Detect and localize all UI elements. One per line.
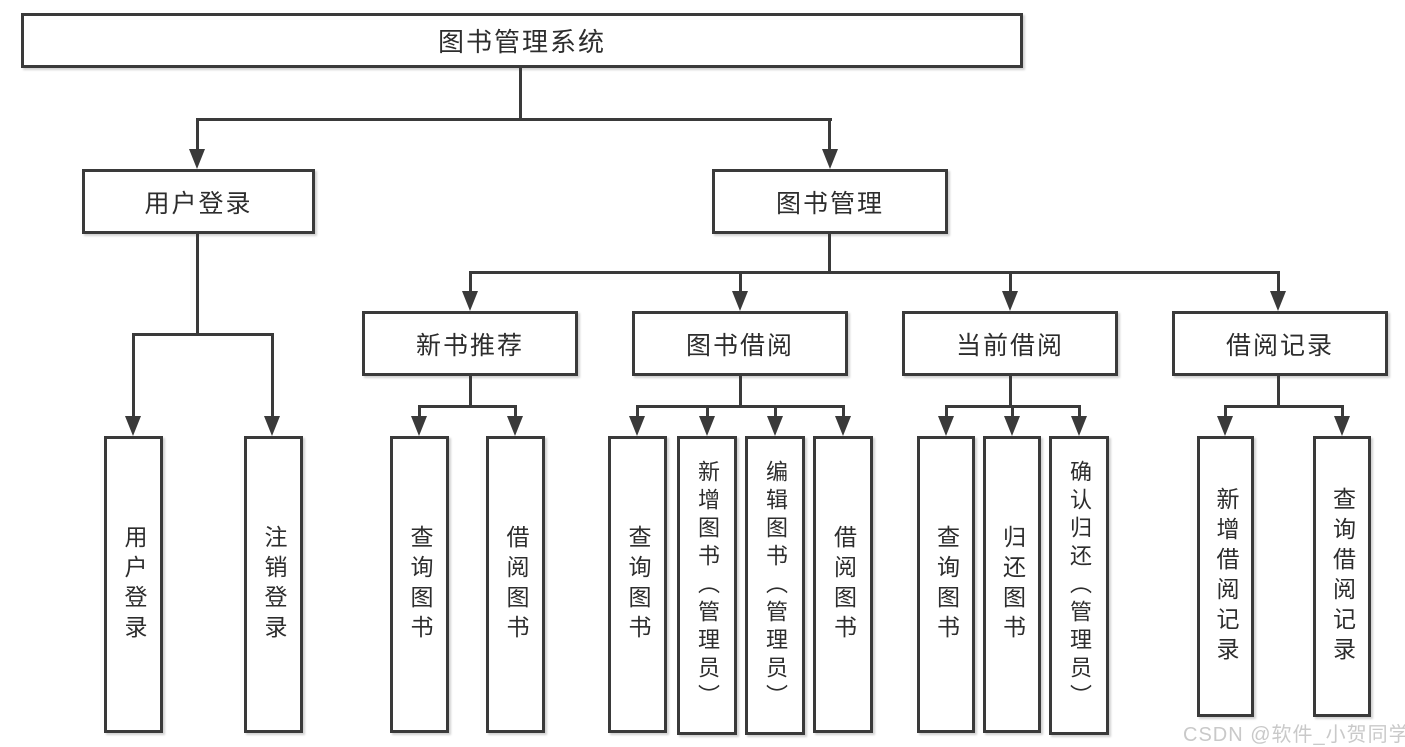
leaf-label: 借阅图书 (503, 524, 529, 645)
arrowhead-down-icon (699, 416, 715, 436)
connector-stem (636, 405, 639, 418)
node-book-management: 图书管理 (712, 169, 948, 234)
node-label: 图书借阅 (685, 331, 794, 360)
leaf-query-books: 查询图书 (390, 436, 449, 733)
arrowhead-down-icon (938, 416, 954, 436)
connector-stem (842, 405, 845, 418)
node-label: 新书推荐 (415, 331, 524, 360)
leaf-return-books: 归还图书 (983, 436, 1041, 733)
leaf-label: 借阅图书 (830, 524, 857, 645)
leaf-borrow-books: 借阅图书 (486, 436, 545, 733)
connector-group-horizontal (1224, 405, 1344, 408)
arrowhead-down-icon (1217, 416, 1233, 436)
connector-group-stem (739, 376, 742, 407)
leaf-add-borrow-record: 新增借阅记录 (1197, 436, 1254, 717)
connector-stem (196, 118, 199, 151)
leaf-logout: 注销登录 (244, 436, 303, 733)
arrowhead-down-icon (1002, 291, 1018, 311)
connector-stem (1224, 405, 1227, 418)
connector-stem (774, 405, 777, 418)
connector-stem (739, 271, 742, 293)
arrowhead-down-icon (1334, 416, 1350, 436)
leaf-label: 新增借阅记录 (1213, 486, 1239, 667)
node-book-borrow: 图书借阅 (632, 311, 848, 376)
leaf-add-books-admin: 新增图书（管理员） (677, 436, 737, 735)
connector-stem (945, 405, 948, 418)
arrowhead-down-icon (629, 416, 645, 436)
node-label: 当前借阅 (955, 331, 1064, 360)
connector-login-stem (196, 234, 199, 335)
leaf-query-books: 查询图书 (917, 436, 975, 733)
leaf-label: 查询图书 (933, 524, 960, 645)
arrowhead-down-icon (125, 416, 141, 436)
leaf-borrow-books: 借阅图书 (813, 436, 873, 733)
connector-mgmt-horizontal (469, 271, 1280, 274)
connector-stem (271, 333, 274, 417)
connector-stem (1011, 405, 1014, 418)
node-root-library-system: 图书管理系统 (21, 13, 1023, 68)
arrowhead-down-icon (462, 291, 478, 311)
node-new-book-recommend: 新书推荐 (362, 311, 578, 376)
arrowhead-down-icon (411, 416, 427, 436)
connector-stem (514, 405, 517, 418)
leaf-label: 查询借阅记录 (1329, 486, 1356, 667)
leaf-user-login: 用户登录 (104, 436, 163, 733)
connector-stem (1277, 271, 1280, 293)
leaf-query-borrow-record: 查询借阅记录 (1313, 436, 1371, 717)
leaf-label: 新增图书（管理员） (695, 459, 720, 712)
connector-group-stem (1277, 376, 1280, 407)
arrowhead-down-icon (264, 416, 280, 436)
node-label: 用户登录 (144, 189, 253, 218)
connector-group-stem (469, 376, 472, 407)
leaf-edit-books-admin: 编辑图书（管理员） (745, 436, 805, 735)
arrowhead-down-icon (1071, 416, 1087, 436)
node-label: 图书管理 (775, 189, 884, 218)
connector-stem (132, 333, 135, 417)
node-borrow-records: 借阅记录 (1172, 311, 1388, 376)
leaf-label: 注销登录 (261, 524, 287, 645)
node-label: 借阅记录 (1225, 331, 1334, 360)
leaf-label: 查询图书 (625, 524, 651, 645)
csdn-watermark: CSDN @软件_小贺同学 (1183, 724, 1405, 746)
arrowhead-down-icon (732, 291, 748, 311)
connector-group-stem (1009, 376, 1012, 407)
connector-stem (1341, 405, 1344, 418)
leaf-confirm-return-admin: 确认归还（管理员） (1049, 436, 1109, 735)
leaf-label: 查询图书 (407, 524, 433, 645)
connector-group-horizontal (418, 405, 517, 408)
connector-stem (706, 405, 709, 418)
arrowhead-down-icon (1004, 416, 1020, 436)
connector-stem (1009, 271, 1012, 293)
connector-group-horizontal (636, 405, 845, 408)
connector-mgmt-stem (828, 234, 831, 273)
connector-login-horizontal (132, 333, 274, 336)
node-user-login: 用户登录 (82, 169, 315, 234)
leaf-label: 编辑图书（管理员） (763, 459, 788, 712)
arrowhead-down-icon (822, 149, 838, 169)
arrowhead-down-icon (189, 149, 205, 169)
connector-stem (418, 405, 421, 418)
leaf-label: 用户登录 (121, 524, 147, 645)
arrowhead-down-icon (767, 416, 783, 436)
connector-stem (1078, 405, 1081, 418)
leaf-label: 归还图书 (999, 524, 1026, 645)
leaf-label: 确认归还（管理员） (1067, 459, 1092, 712)
node-current-borrow: 当前借阅 (902, 311, 1118, 376)
node-label: 图书管理系统 (437, 27, 606, 57)
leaf-query-books: 查询图书 (608, 436, 667, 733)
arrowhead-down-icon (507, 416, 523, 436)
connector-level1-horizontal (196, 118, 832, 121)
arrowhead-down-icon (835, 416, 851, 436)
connector-root-stem (519, 68, 522, 120)
arrowhead-down-icon (1270, 291, 1286, 311)
connector-stem (469, 271, 472, 293)
connector-stem (828, 118, 831, 151)
